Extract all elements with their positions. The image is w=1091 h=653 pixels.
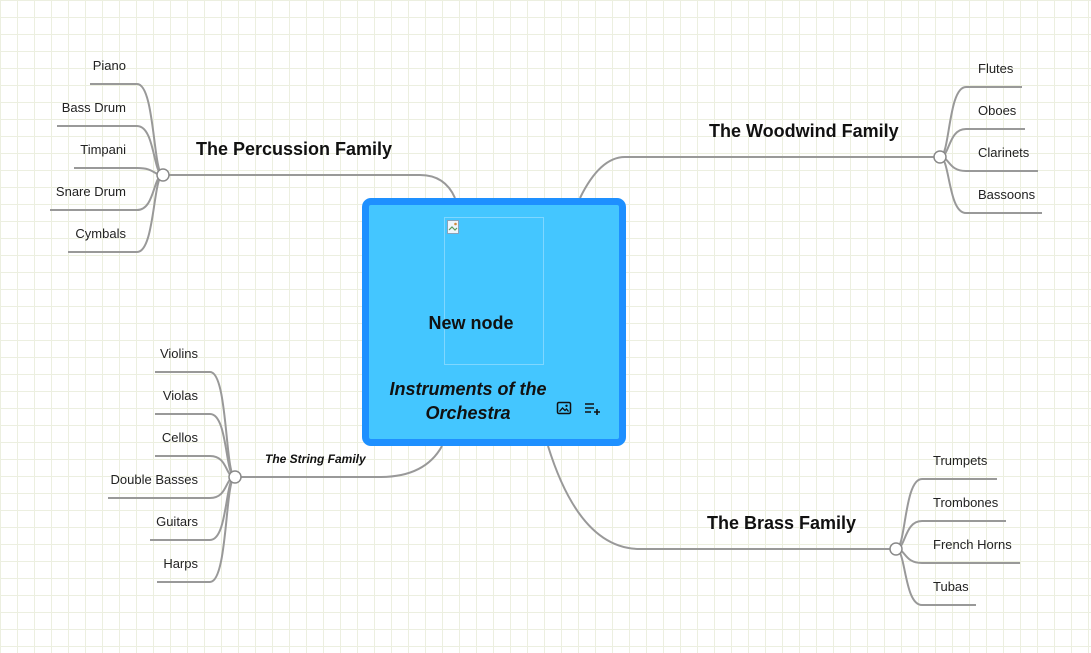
leaf-flutes[interactable]: Flutes [978,61,1014,76]
leaf-timpani[interactable]: Timpani [80,142,126,157]
connector-percussion [163,174,456,199]
percussion-collapse-toggle[interactable] [156,168,170,182]
woodwind-collapse-toggle[interactable] [933,150,947,164]
leaf-snare-drum[interactable]: Snare Drum [55,184,126,199]
leaf-guitars[interactable]: Guitars [156,514,198,529]
leaf-cellos[interactable]: Cellos [161,430,198,445]
connector-woodwind [579,156,940,199]
leaf-cymbals[interactable]: Cymbals [75,226,126,241]
broken-image-icon [447,220,459,234]
leaf-double-basses[interactable]: Double Basses [110,472,198,487]
leaf-piano[interactable]: Piano [92,58,126,73]
leaf-trumpets[interactable]: Trumpets [933,453,988,468]
connector-strings [235,445,443,478]
image-icon[interactable] [555,399,573,417]
leaf-bassoons[interactable]: Bassoons [978,187,1036,202]
branch-title-brass[interactable]: The Brass Family [707,513,857,533]
branch-title-woodwind[interactable]: The Woodwind Family [709,121,899,141]
leaf-trombones[interactable]: Trombones [933,495,999,510]
leaf-harps[interactable]: Harps [163,556,198,571]
branch-title-strings[interactable]: The String Family [265,452,366,466]
leaf-bass-drum[interactable]: Bass Drum [61,100,126,115]
leaf-violas[interactable]: Violas [162,388,198,403]
leaf-oboes[interactable]: Oboes [978,103,1017,118]
brass-collapse-toggle[interactable] [889,542,903,556]
root-node[interactable]: New node Instruments of the Orchestra [362,198,626,446]
strings-collapse-toggle[interactable] [228,470,242,484]
root-title[interactable]: Instruments of the Orchestra [389,379,547,423]
connector-brass [547,445,896,550]
leaf-french-horns[interactable]: French Horns [933,537,1012,552]
leaf-violins[interactable]: Violins [159,346,198,361]
child-node-label[interactable]: New node [428,313,514,333]
leaf-tubas[interactable]: Tubas [933,579,969,594]
node-image-placeholder[interactable] [444,217,544,365]
branch-title-percussion[interactable]: The Percussion Family [196,139,393,159]
leaf-clarinets[interactable]: Clarinets [978,145,1030,160]
add-note-icon[interactable] [583,399,601,417]
